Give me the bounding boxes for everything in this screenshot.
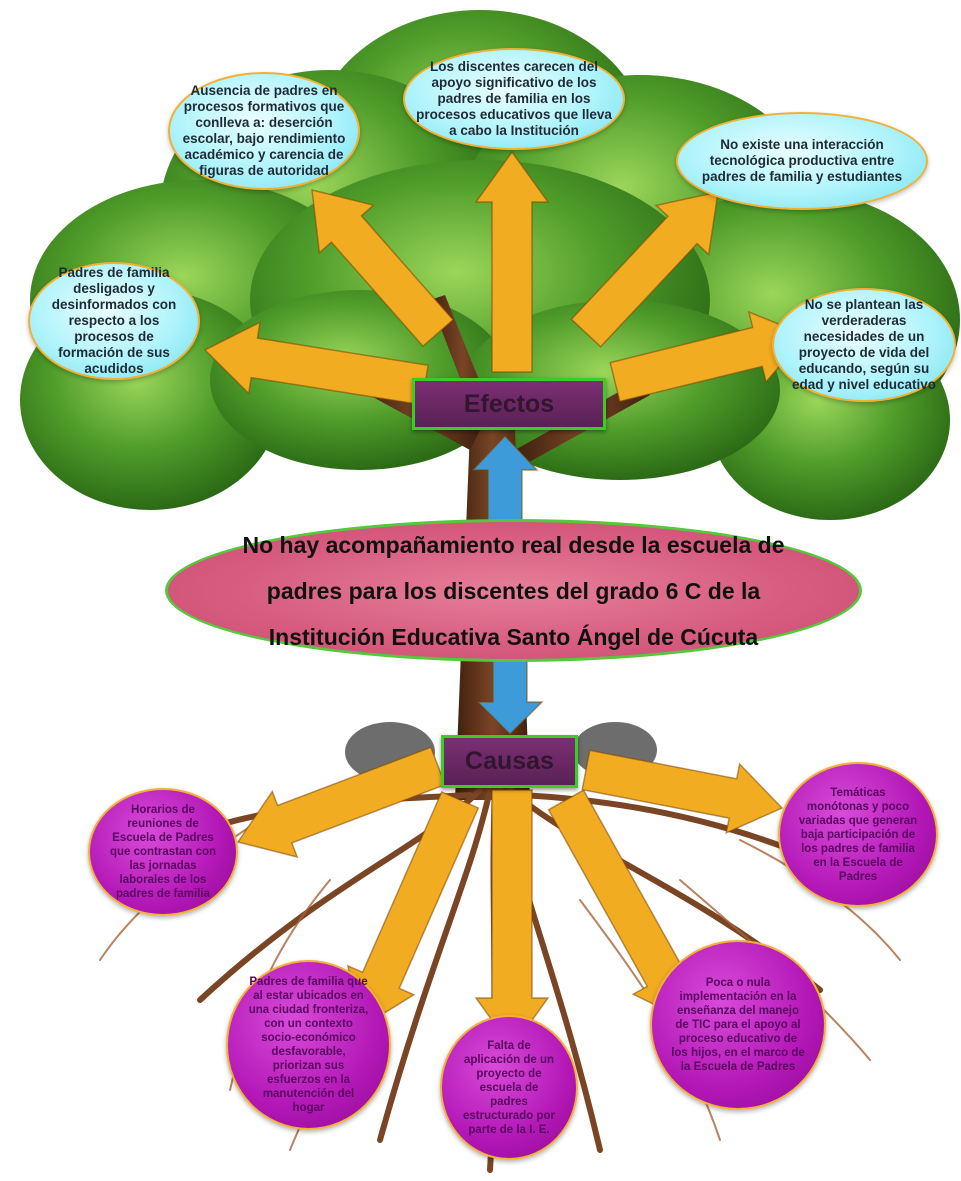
effects-label: Efectos bbox=[412, 378, 606, 430]
effect-arrow-2 bbox=[311, 189, 455, 348]
effect-arrow-4 bbox=[570, 191, 719, 348]
central-problem-text: No hay acompañamiento real desde la escu… bbox=[242, 531, 785, 650]
effect-cloud-2: Ausencia de padres en procesos formativo… bbox=[168, 72, 360, 190]
cause-bubble-5: Temáticas monótonas y poco variadas que … bbox=[778, 762, 938, 907]
cause-arrow-2 bbox=[346, 791, 480, 1030]
cause-bubble-1: Horarios de reuniones de Escuela de Padr… bbox=[88, 788, 238, 916]
cause-bubble-3: Falta de aplicación de un proyecto de es… bbox=[440, 1015, 578, 1160]
effect-cloud-3: Los discentes carecen del apoyo signific… bbox=[403, 48, 625, 150]
causes-label: Causas bbox=[441, 735, 578, 788]
central-problem: No hay acompañamiento real desde la escu… bbox=[165, 519, 862, 662]
cause-arrow-5 bbox=[581, 749, 784, 835]
effect-arrow-3 bbox=[474, 150, 550, 373]
blue-arrow-down bbox=[476, 659, 544, 736]
cause-bubble-4: Poca o nula implementación en la enseñan… bbox=[650, 940, 826, 1110]
effect-cloud-5: No se plantean las verderaderas necesida… bbox=[772, 288, 956, 402]
cause-arrow-3 bbox=[474, 789, 550, 1050]
effect-cloud-4: No existe una interacción tecnológica pr… bbox=[676, 112, 928, 210]
blue-arrow-up bbox=[471, 434, 539, 521]
cause-arrow-1 bbox=[236, 746, 447, 859]
effect-cloud-1: Padres de familia desligados y desinform… bbox=[28, 262, 200, 380]
cause-bubble-2: Padres de familia que al estar ubicados … bbox=[226, 960, 391, 1130]
effect-arrow-1 bbox=[203, 320, 429, 406]
